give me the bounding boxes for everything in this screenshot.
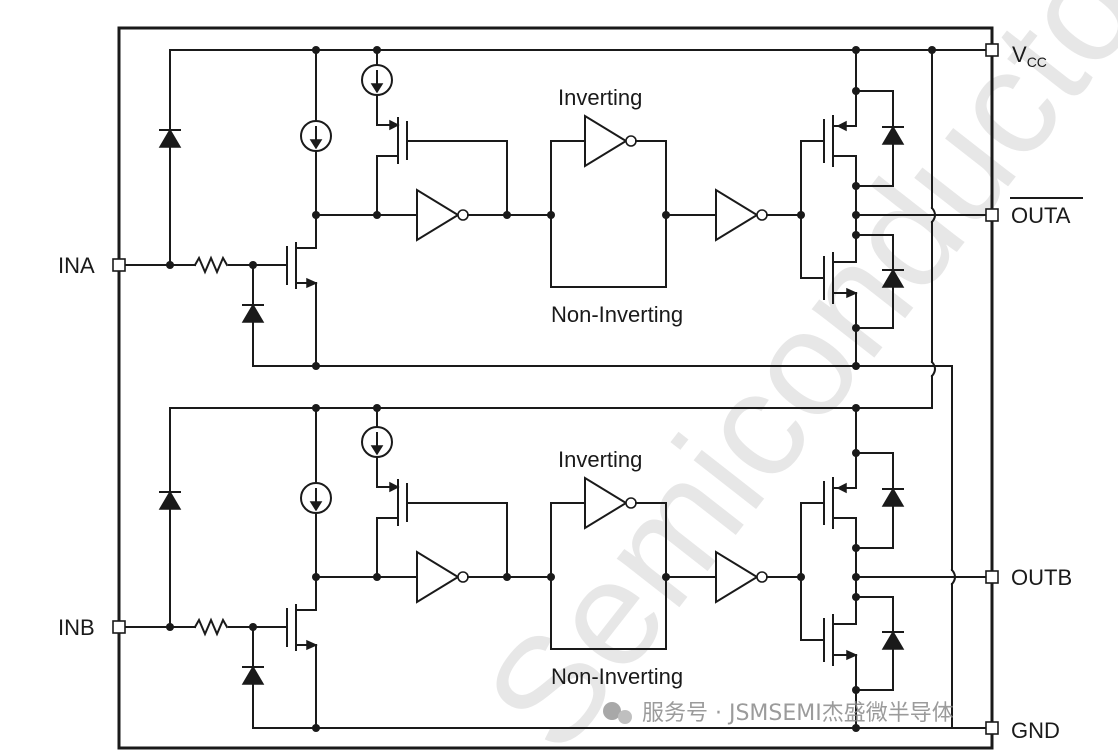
pin-vcc [985,43,999,57]
non-inverting-path [550,214,667,288]
body-diode [881,125,905,145]
body-diode [881,268,905,288]
inverting-path [550,140,586,216]
package-outline [117,26,994,750]
pin-ina [112,258,126,272]
label-outa: OUTA [1011,203,1071,228]
watermark-text: Semiconductor [453,0,1118,756]
channel-a [118,49,987,370]
body-diode [881,630,905,650]
label-vcc: VCC [1012,42,1047,70]
channel-b [118,404,987,732]
label-inb: INB [58,615,95,640]
inverter [584,114,628,168]
inverter [416,550,460,604]
body-diode [881,487,905,507]
inverter [715,188,759,242]
wechat-watermark: 服务号 · JSMSEMI杰盛微半导体 [603,701,954,726]
inverter [416,188,460,242]
gnd-feed-upper [253,365,953,571]
wire-crossover [930,360,936,378]
wechat-caption: 服务号 · JSMSEMI杰盛微半导体 [642,701,954,726]
clamp-diode-up [158,490,182,510]
label-ina: INA [58,253,95,278]
wechat-icon [603,702,621,720]
label-inverting-b: Inverting [558,447,642,472]
vcc-feed-lower [169,375,933,409]
label-gnd: GND [1011,718,1060,743]
label-outb: OUTB [1011,565,1072,590]
resistor [193,255,229,275]
pin-gnd [985,721,999,735]
label-inverting-a: Inverting [558,85,642,110]
resistor [193,617,229,637]
pin-inb [112,620,126,634]
clamp-diode-down [241,665,265,685]
pin-outb [985,570,999,584]
pin-outa [985,208,999,222]
label-non-inverting-b: Non-Inverting [551,664,683,689]
inverter [584,476,628,530]
clamp-diode-up [158,128,182,148]
clamp-diode-down [241,303,265,323]
inverter [715,550,759,604]
label-non-inverting-a: Non-Inverting [551,302,683,327]
